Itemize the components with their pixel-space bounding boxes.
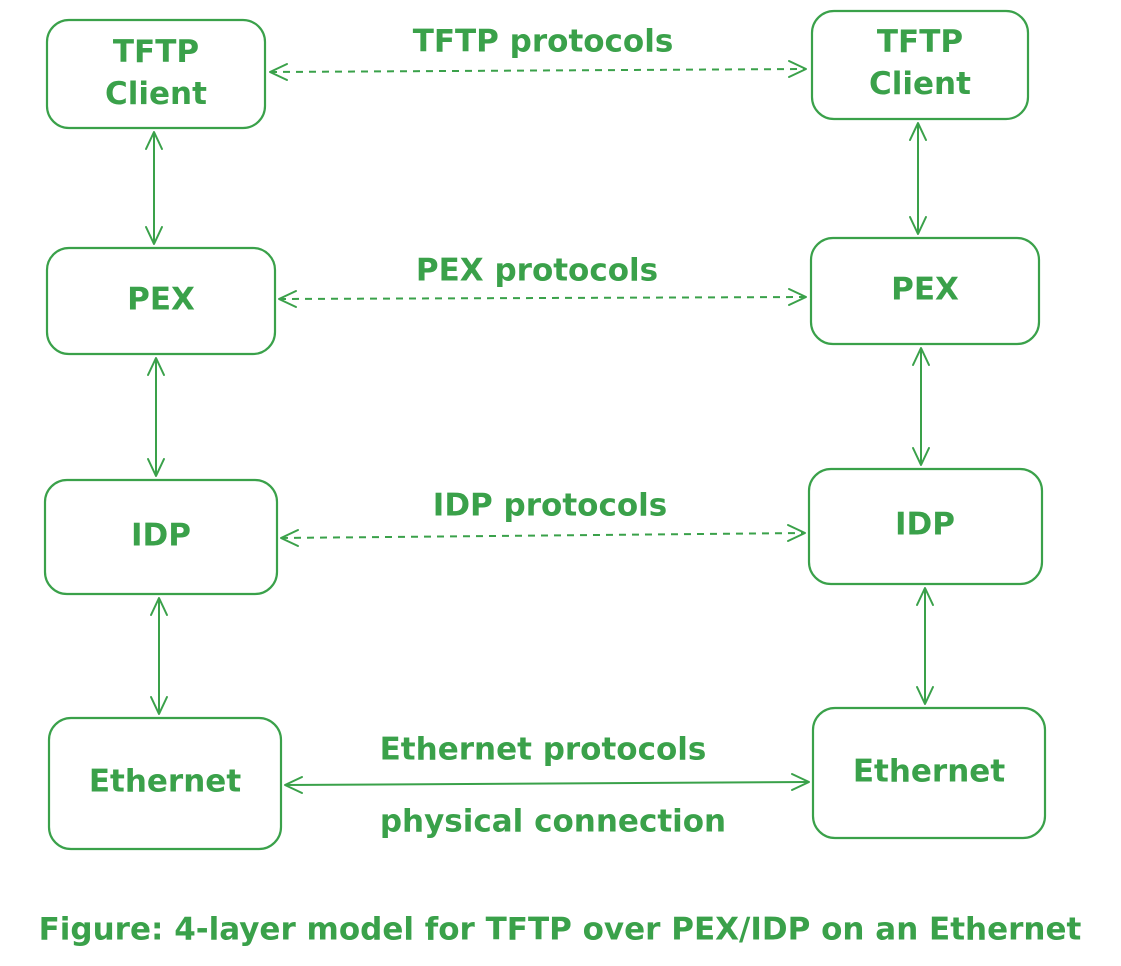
- label-line: TFTP: [113, 34, 199, 70]
- right-tftp-client-box: [810, 9, 1030, 121]
- left-tftp-client-label: TFTP Client: [105, 34, 207, 112]
- left-tftp-client-box: [45, 18, 267, 130]
- left-idp-ethernet-arrow: [150, 597, 168, 715]
- left-ethernet-label: Ethernet: [89, 764, 241, 800]
- right-pex-label: PEX: [891, 272, 959, 308]
- physical-connection-label: physical connection: [380, 804, 726, 840]
- pex-peer-arrow: [278, 288, 807, 308]
- idp-protocols-label: IDP protocols: [433, 488, 667, 524]
- left-pex-label: PEX: [127, 282, 195, 318]
- pex-protocols-label: PEX protocols: [416, 253, 658, 289]
- left-tftp-pex-arrow: [145, 131, 163, 245]
- right-pex-box: [809, 236, 1041, 346]
- right-ethernet-box: [811, 706, 1047, 840]
- right-idp-ethernet-arrow: [916, 587, 934, 705]
- right-idp-label: IDP: [895, 507, 955, 543]
- left-idp-label: IDP: [131, 518, 191, 554]
- right-idp-box: [807, 467, 1044, 586]
- right-ethernet-label: Ethernet: [853, 754, 1005, 790]
- left-ethernet-box: [47, 716, 283, 851]
- left-idp-box: [43, 478, 279, 596]
- right-tftp-pex-arrow: [909, 122, 927, 235]
- right-pex-idp-arrow: [912, 347, 930, 466]
- ethernet-protocols-label: Ethernet protocols: [380, 732, 707, 768]
- tftp-peer-arrow: [269, 60, 807, 81]
- ethernet-peer-arrow: [284, 773, 810, 794]
- right-tftp-client-label: TFTP Client: [869, 24, 971, 102]
- figure-caption: Figure: 4-layer model for TFTP over PEX/…: [39, 912, 1082, 948]
- tftp-protocols-label: TFTP protocols: [413, 24, 674, 60]
- left-pex-box: [45, 246, 277, 356]
- idp-peer-arrow: [280, 524, 806, 547]
- label-line: TFTP: [877, 24, 963, 60]
- label-line: Client: [105, 76, 207, 112]
- left-pex-idp-arrow: [147, 357, 165, 477]
- label-line: Client: [869, 66, 971, 102]
